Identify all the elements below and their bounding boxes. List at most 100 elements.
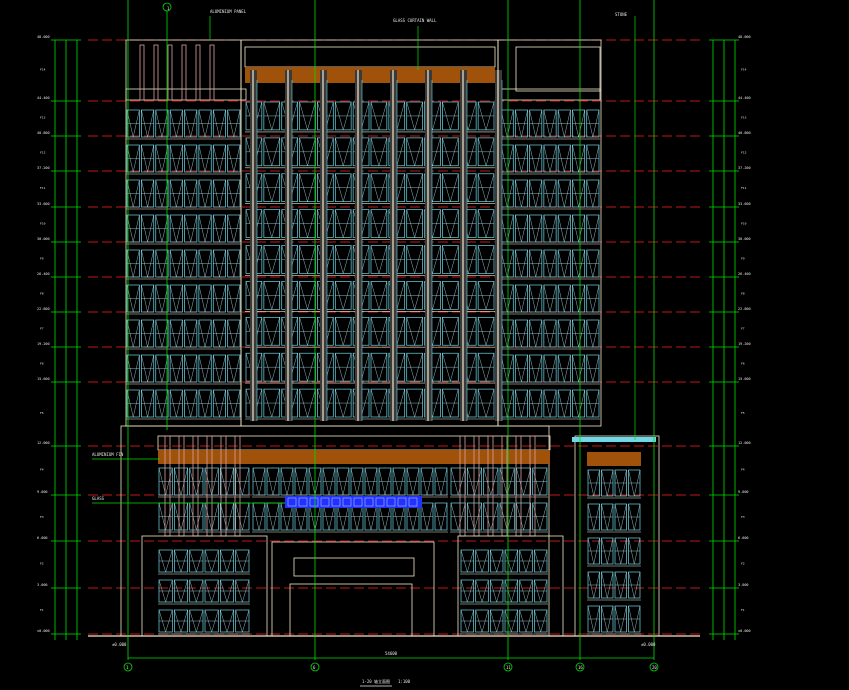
grid-axis-bubble (503, 662, 513, 672)
top-note-glass: GLASS CURTAIN WALL (393, 18, 437, 23)
level-label: 12.000 (738, 441, 751, 445)
highlight-panel (342, 497, 352, 507)
grid-axis-tag: 1 (126, 665, 129, 670)
building-elevation (120, 39, 660, 637)
roof-machine-room (515, 46, 601, 92)
floor-mark: F1 (40, 608, 44, 612)
floor-mark: F2 (40, 562, 44, 566)
annex-band (587, 452, 641, 466)
level-label: 48.000 (738, 35, 751, 39)
floor-mark: F3 (741, 515, 745, 519)
level-label: 3.000 (738, 583, 749, 587)
level-label: ±0.000 (37, 629, 50, 633)
top-note-aluminium: ALUMINIUM PANEL (210, 9, 247, 14)
floor-mark: F13 (40, 116, 46, 120)
level-label: 37.200 (37, 166, 50, 170)
podium-band (158, 450, 550, 464)
floor-mark: F8 (40, 292, 44, 296)
level-label: 44.400 (738, 96, 751, 100)
floor-mark: F2 (741, 562, 745, 566)
top-note-stone: STONE (615, 12, 628, 17)
level-label: 15.600 (738, 377, 751, 381)
floor-mark: F8 (741, 292, 745, 296)
ground-floor-left (141, 535, 268, 637)
highlight-panel (320, 497, 330, 507)
level-label: 26.400 (37, 272, 50, 276)
level-label: 40.800 (37, 131, 50, 135)
floor-mark: F10 (40, 222, 46, 226)
roof-fin (195, 44, 201, 101)
annex-outline (574, 435, 660, 637)
highlight-band (285, 496, 422, 508)
grid-axis-tag: 16 (578, 665, 583, 670)
level-label: 30.000 (738, 237, 751, 241)
level-label: 37.200 (738, 166, 751, 170)
level-label: 26.400 (738, 272, 751, 276)
level-label: 33.600 (738, 202, 751, 206)
floor-mark: F7 (741, 327, 745, 331)
highlight-panel (364, 497, 374, 507)
bottom-right-note: ±0.000 (641, 642, 656, 647)
floor-mark: F13 (741, 116, 747, 120)
level-label: 6.000 (738, 536, 749, 540)
grid-axis-tag: 20 (652, 665, 657, 670)
highlight-panel (331, 497, 341, 507)
level-label: ±0.000 (738, 629, 751, 633)
roof-fin (167, 44, 173, 101)
grid-axis-bubble (123, 662, 133, 672)
grid-axis-tag: 11 (506, 665, 511, 670)
level-label: 12.000 (37, 441, 50, 445)
drawing-scale: 1:100 (398, 679, 411, 684)
floor-mark: F5 (741, 411, 745, 415)
floor-mark: F11 (741, 186, 747, 190)
level-label: 30.000 (37, 237, 50, 241)
highlight-panel (309, 497, 319, 507)
highlight-panel (375, 497, 385, 507)
floor-mark: F4 (741, 468, 745, 472)
floor-mark: F3 (40, 515, 44, 519)
floor-mark: F10 (741, 222, 747, 226)
level-label: 22.800 (738, 307, 751, 311)
floor-mark: F7 (40, 327, 44, 331)
level-label: 19.200 (37, 342, 50, 346)
highlight-panel (353, 497, 363, 507)
floor-mark: F12 (40, 151, 46, 155)
podium-note-fin: ALUMINIUM FIN (92, 452, 124, 457)
roof-parapet (244, 46, 496, 68)
drawing-title: 1-20 轴立面图 (362, 678, 390, 684)
entrance-signboard (293, 557, 415, 577)
level-label: 40.800 (738, 131, 751, 135)
podium-note-glass: GLASS (92, 496, 105, 501)
roof-fin (153, 44, 159, 101)
grid-axis-tag: 6 (313, 665, 316, 670)
floor-mark: F5 (40, 411, 44, 415)
floor-mark: F14 (40, 68, 46, 72)
top-left-axis-tag: 1 (167, 6, 170, 11)
floor-mark: F9 (40, 257, 44, 261)
level-label: 9.000 (738, 490, 749, 494)
floor-mark: F14 (741, 68, 747, 72)
level-label: 3.000 (37, 583, 48, 587)
ground-floor-right (457, 535, 564, 637)
highlight-panel (386, 497, 396, 507)
roof-fin (209, 44, 215, 101)
level-label: 19.200 (738, 342, 751, 346)
grid-axis-bubble (310, 662, 320, 672)
level-label: 6.000 (37, 536, 48, 540)
floor-mark: F11 (40, 186, 46, 190)
floor-mark: F4 (40, 468, 44, 472)
grid-axis-bubble (575, 662, 585, 672)
highlight-panel (287, 497, 297, 507)
highlight-panel (397, 497, 407, 507)
grid-axis-bubble (649, 662, 659, 672)
floor-mark: F1 (741, 608, 745, 612)
entrance-portal (271, 541, 435, 637)
roof-band (245, 67, 495, 83)
roof-fin (181, 44, 187, 101)
level-label: 44.400 (37, 96, 50, 100)
podium-canopy (157, 435, 551, 451)
level-label: 48.000 (37, 35, 50, 39)
highlight-panel (408, 497, 418, 507)
